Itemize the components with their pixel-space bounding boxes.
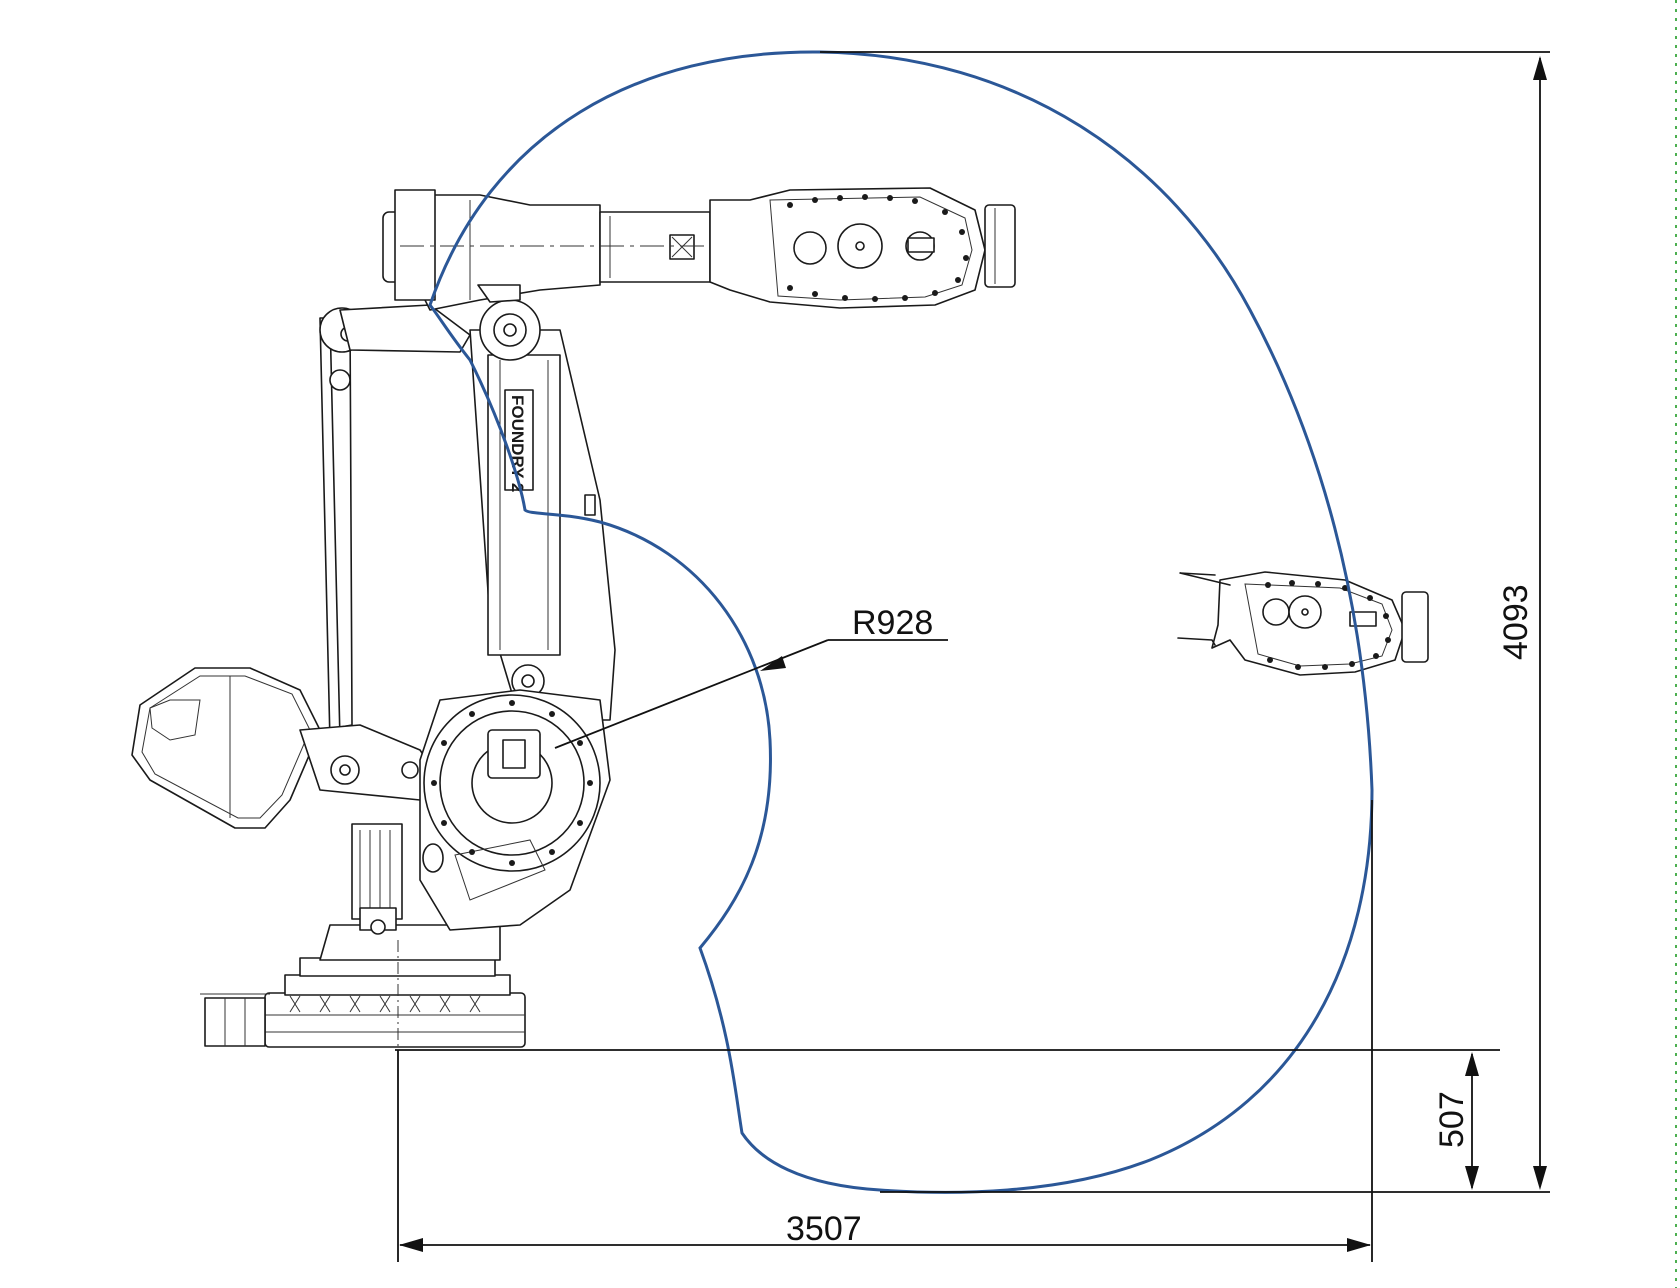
dimension-labels: R928 4093 507 3507 (786, 584, 1535, 1248)
dimension-lines (395, 51, 1550, 1262)
robot-drawing: FOUNDRY 2 (131, 187, 1429, 1050)
wrist-right (1177, 571, 1429, 676)
upper-arm (382, 189, 770, 311)
wrist-upper-bolts (787, 194, 969, 302)
height-label: 4093 (1497, 584, 1535, 660)
robot-base (200, 924, 526, 1050)
below-base-label: 507 (1433, 1091, 1471, 1148)
wrist-right-bolts (1265, 580, 1391, 670)
wrist-upper (709, 187, 1016, 309)
counterweight (131, 667, 321, 829)
lower-arm: FOUNDRY 2 (469, 299, 616, 721)
shoulder-housing (419, 689, 611, 931)
shoulder-bolt-ring (431, 700, 593, 866)
radius-label: R928 (852, 604, 933, 642)
base-motor (351, 823, 403, 935)
reach-label: 3507 (786, 1210, 862, 1248)
